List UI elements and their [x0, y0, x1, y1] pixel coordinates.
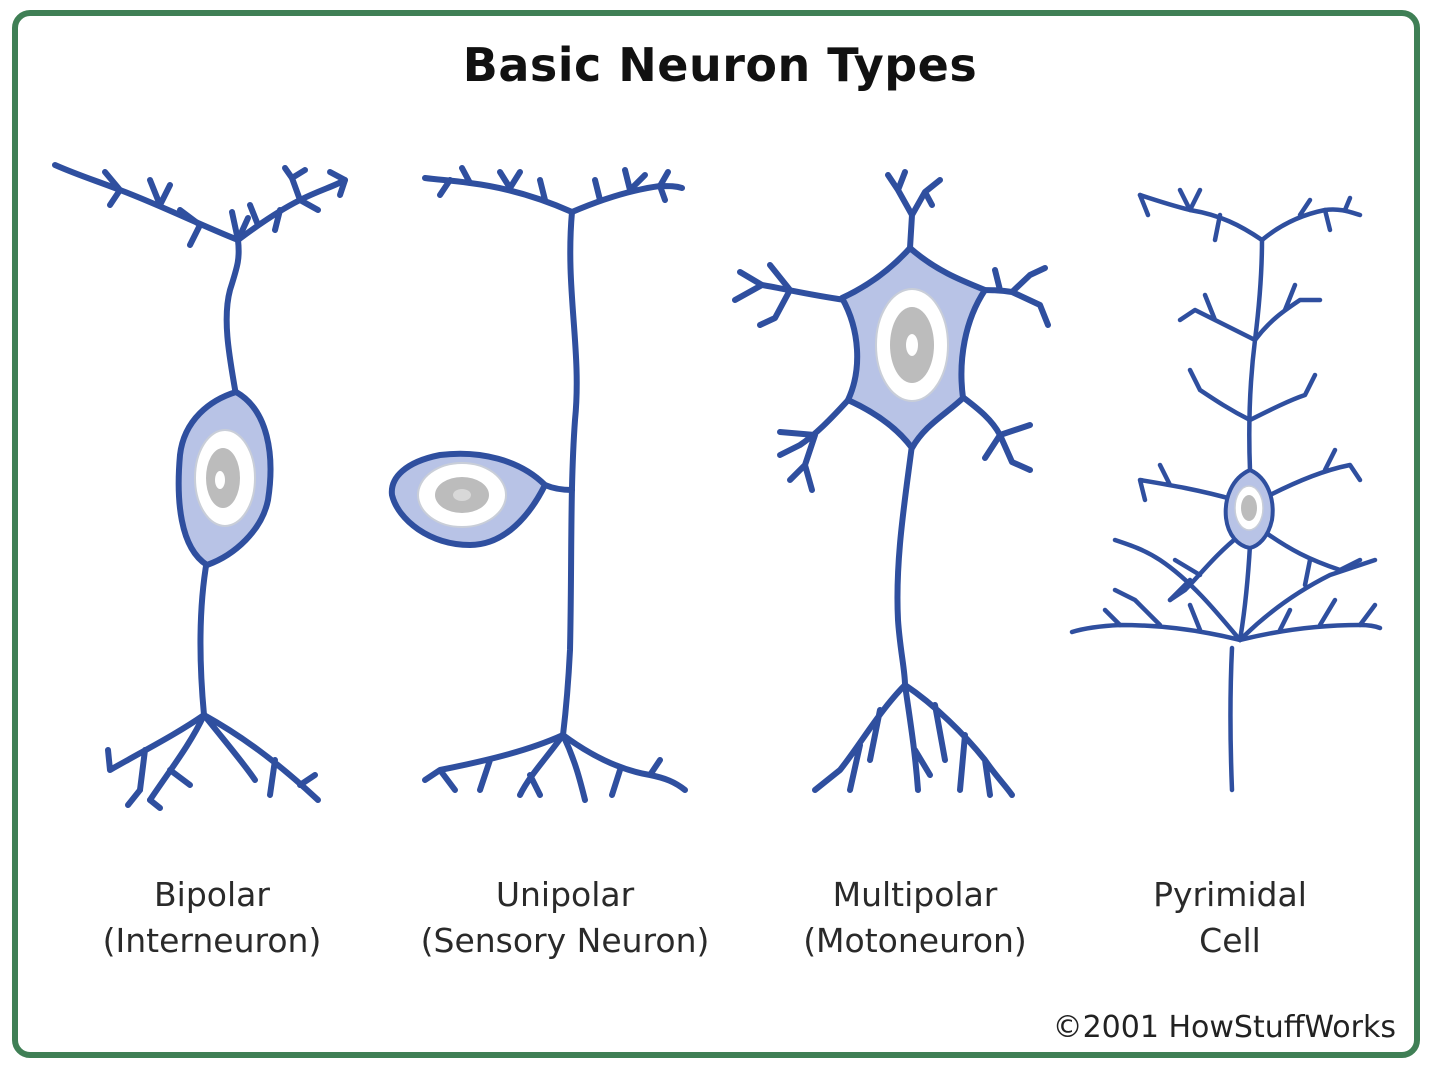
- bipolar-neuron: [52, 162, 348, 811]
- label-bipolar-name: Bipolar: [154, 875, 270, 914]
- label-multipolar-name: Multipolar: [832, 875, 998, 914]
- unipolar-neuron: [422, 165, 688, 803]
- label-multipolar-subtitle: (Motoneuron): [803, 921, 1027, 960]
- label-unipolar-subtitle: (Sensory Neuron): [420, 921, 710, 960]
- label-pyramidal: Pyrimidal Cell: [1110, 872, 1350, 964]
- label-pyramidal-name: Pyrimidal: [1153, 875, 1307, 914]
- label-unipolar-name: Unipolar: [495, 875, 635, 914]
- label-bipolar-subtitle: (Interneuron): [102, 921, 322, 960]
- diagram-title: Basic Neuron Types: [462, 38, 978, 92]
- multipolar-neuron: [732, 169, 1051, 798]
- pyramidal-neuron: [1069, 187, 1383, 793]
- label-bipolar: Bipolar (Interneuron): [72, 872, 352, 964]
- copyright-notice: ©2001 HowStuffWorks: [1052, 1010, 1396, 1045]
- label-unipolar: Unipolar (Sensory Neuron): [380, 872, 750, 964]
- label-pyramidal-subtitle: Cell: [1199, 921, 1261, 960]
- label-multipolar: Multipolar (Motoneuron): [770, 872, 1060, 964]
